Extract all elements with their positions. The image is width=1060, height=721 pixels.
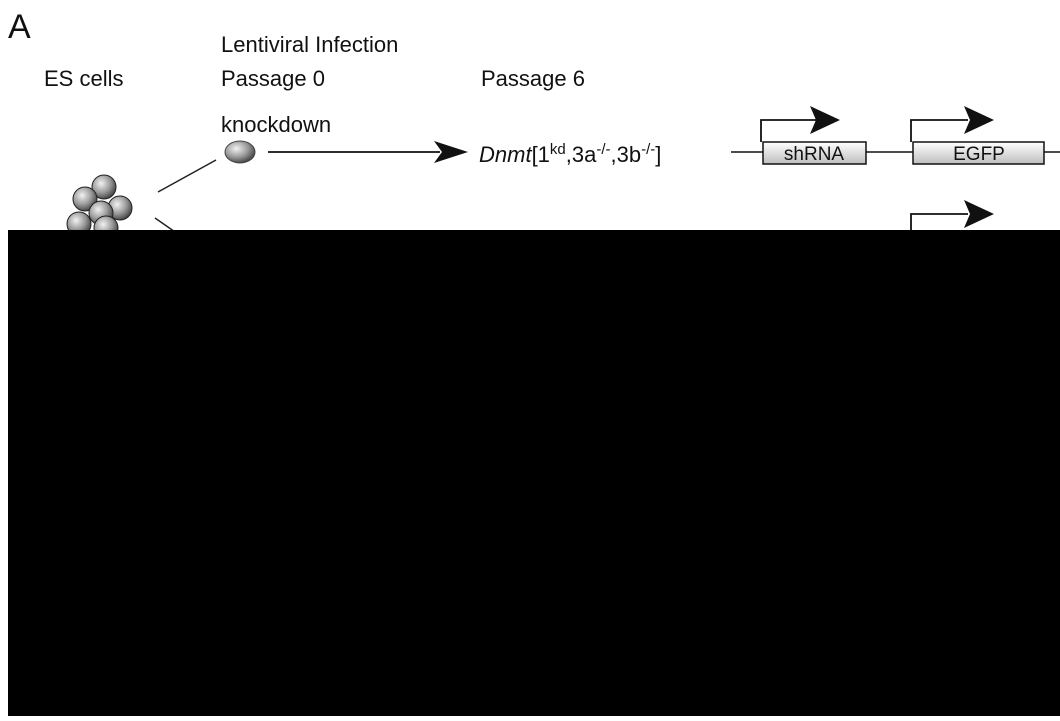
passage6-label: Passage 6 <box>481 66 585 91</box>
panel-letter: A <box>8 8 31 46</box>
genotype-part2: ,3a <box>566 142 597 167</box>
genotype-label: Dnmt[1kd,3a-/-,3b-/-] <box>479 141 661 168</box>
branch-line-upper <box>157 159 217 193</box>
egfp-label: EGFP <box>953 144 1005 165</box>
knockdown-cell <box>224 140 256 164</box>
genotype-gene: Dnmt <box>479 142 532 167</box>
infection-label: Lentiviral Infection <box>221 32 398 57</box>
genotype-sup2: -/- <box>596 141 610 158</box>
promoter-arrow-egfp <box>910 106 994 142</box>
es-cells-label: ES cells <box>44 66 123 91</box>
genotype-sup3: -/- <box>641 141 655 158</box>
genotype-close: ] <box>655 142 661 167</box>
es-cell <box>72 186 98 212</box>
promoter-arrow-lower <box>910 200 994 232</box>
genotype-part1: [1 <box>532 142 550 167</box>
passage-arrowhead <box>434 141 468 163</box>
es-cell <box>91 174 117 200</box>
passage0-label: Passage 0 <box>221 66 325 91</box>
shrna-label: shRNA <box>784 144 845 165</box>
redacted-region <box>8 230 1060 716</box>
genotype-sup1: kd <box>550 141 566 158</box>
knockdown-label: knockdown <box>221 112 331 137</box>
egfp-box <box>912 141 1045 165</box>
shrna-box <box>762 141 867 165</box>
promoter-arrow-shrna <box>760 106 840 142</box>
genotype-part3: ,3b <box>611 142 642 167</box>
